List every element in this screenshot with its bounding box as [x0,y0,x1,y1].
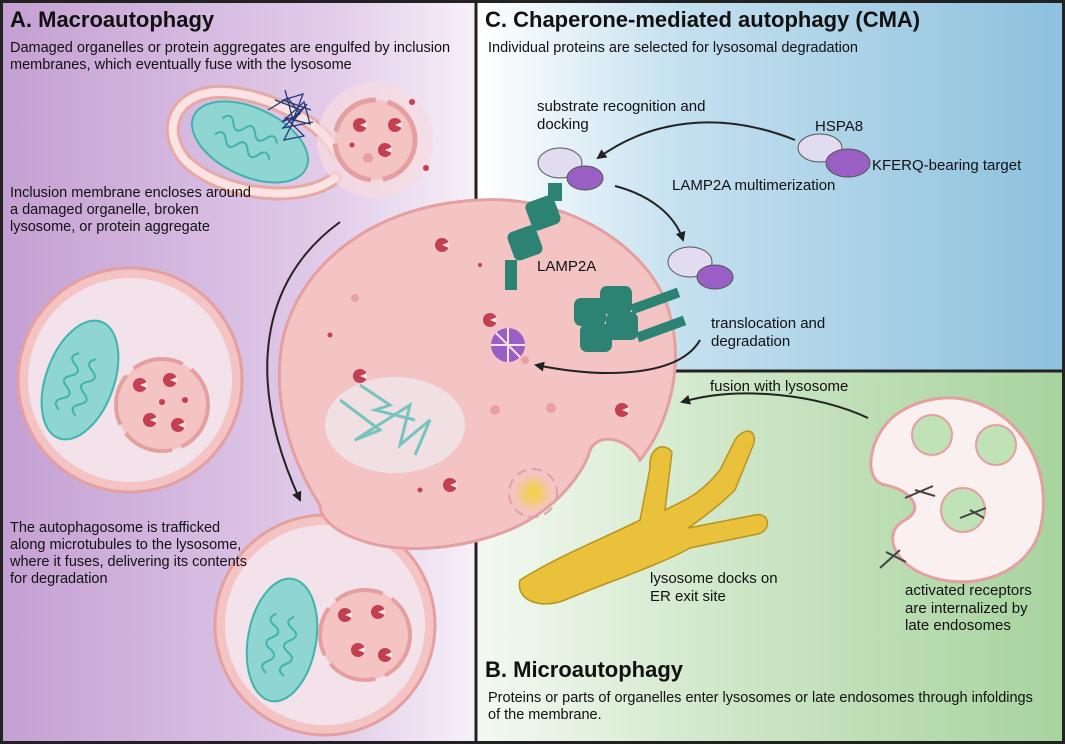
recognition-arrow [596,121,796,160]
label-translocation: translocation and degradation [711,315,826,350]
broken-lysosome [317,82,433,198]
hspa8-complex [797,133,871,178]
micro-title: B. Microautophagy [485,657,684,682]
microtubule-arrow [266,221,341,502]
er-exit-site [518,430,769,605]
lamp2a-monomer [505,147,604,290]
autophagosome-middle [16,266,244,494]
fusion-arrow [680,392,869,419]
macro-step-inclusion: Inclusion membrane encloses around a dam… [10,185,251,236]
label-fusion-with-lysosome: fusion with lysosome [710,378,849,395]
cma-description: Individual proteins are selected for lys… [488,40,858,56]
label-substrate-recognition: substrate recognition and docking [537,98,706,133]
macro-title: A. Macroautophagy [10,7,215,32]
macro-step-trafficking: The autophagosome is trafficked along mi… [10,520,247,588]
label-kferq-target: KFERQ-bearing target [872,157,1022,174]
lamp2a-multimer [574,246,734,352]
late-endosome [869,396,1045,584]
label-lamp2a: LAMP2A [537,258,597,275]
cma-title: C. Chaperone-mediated autophagy (CMA) [485,7,921,32]
micro-description: Proteins or parts of organelles enter ly… [488,690,1033,724]
multimerization-arrow [614,185,686,242]
phagophore-mitochondrion [165,84,342,201]
label-er-exit-site: lysosome docks on ER exit site [650,570,778,605]
protein-aggregate [267,89,314,141]
label-hspa8: HSPA8 [815,118,864,135]
macro-description: Damaged organelles or protein aggregates… [10,40,451,74]
label-lamp2a-multimerization: LAMP2A multimerization [672,177,836,194]
label-activated-receptors: activated receptors are internalized by … [905,582,1032,635]
autophagosome-fusing [213,513,437,737]
central-lysosome [277,198,677,550]
translocation-arrow [534,339,701,374]
